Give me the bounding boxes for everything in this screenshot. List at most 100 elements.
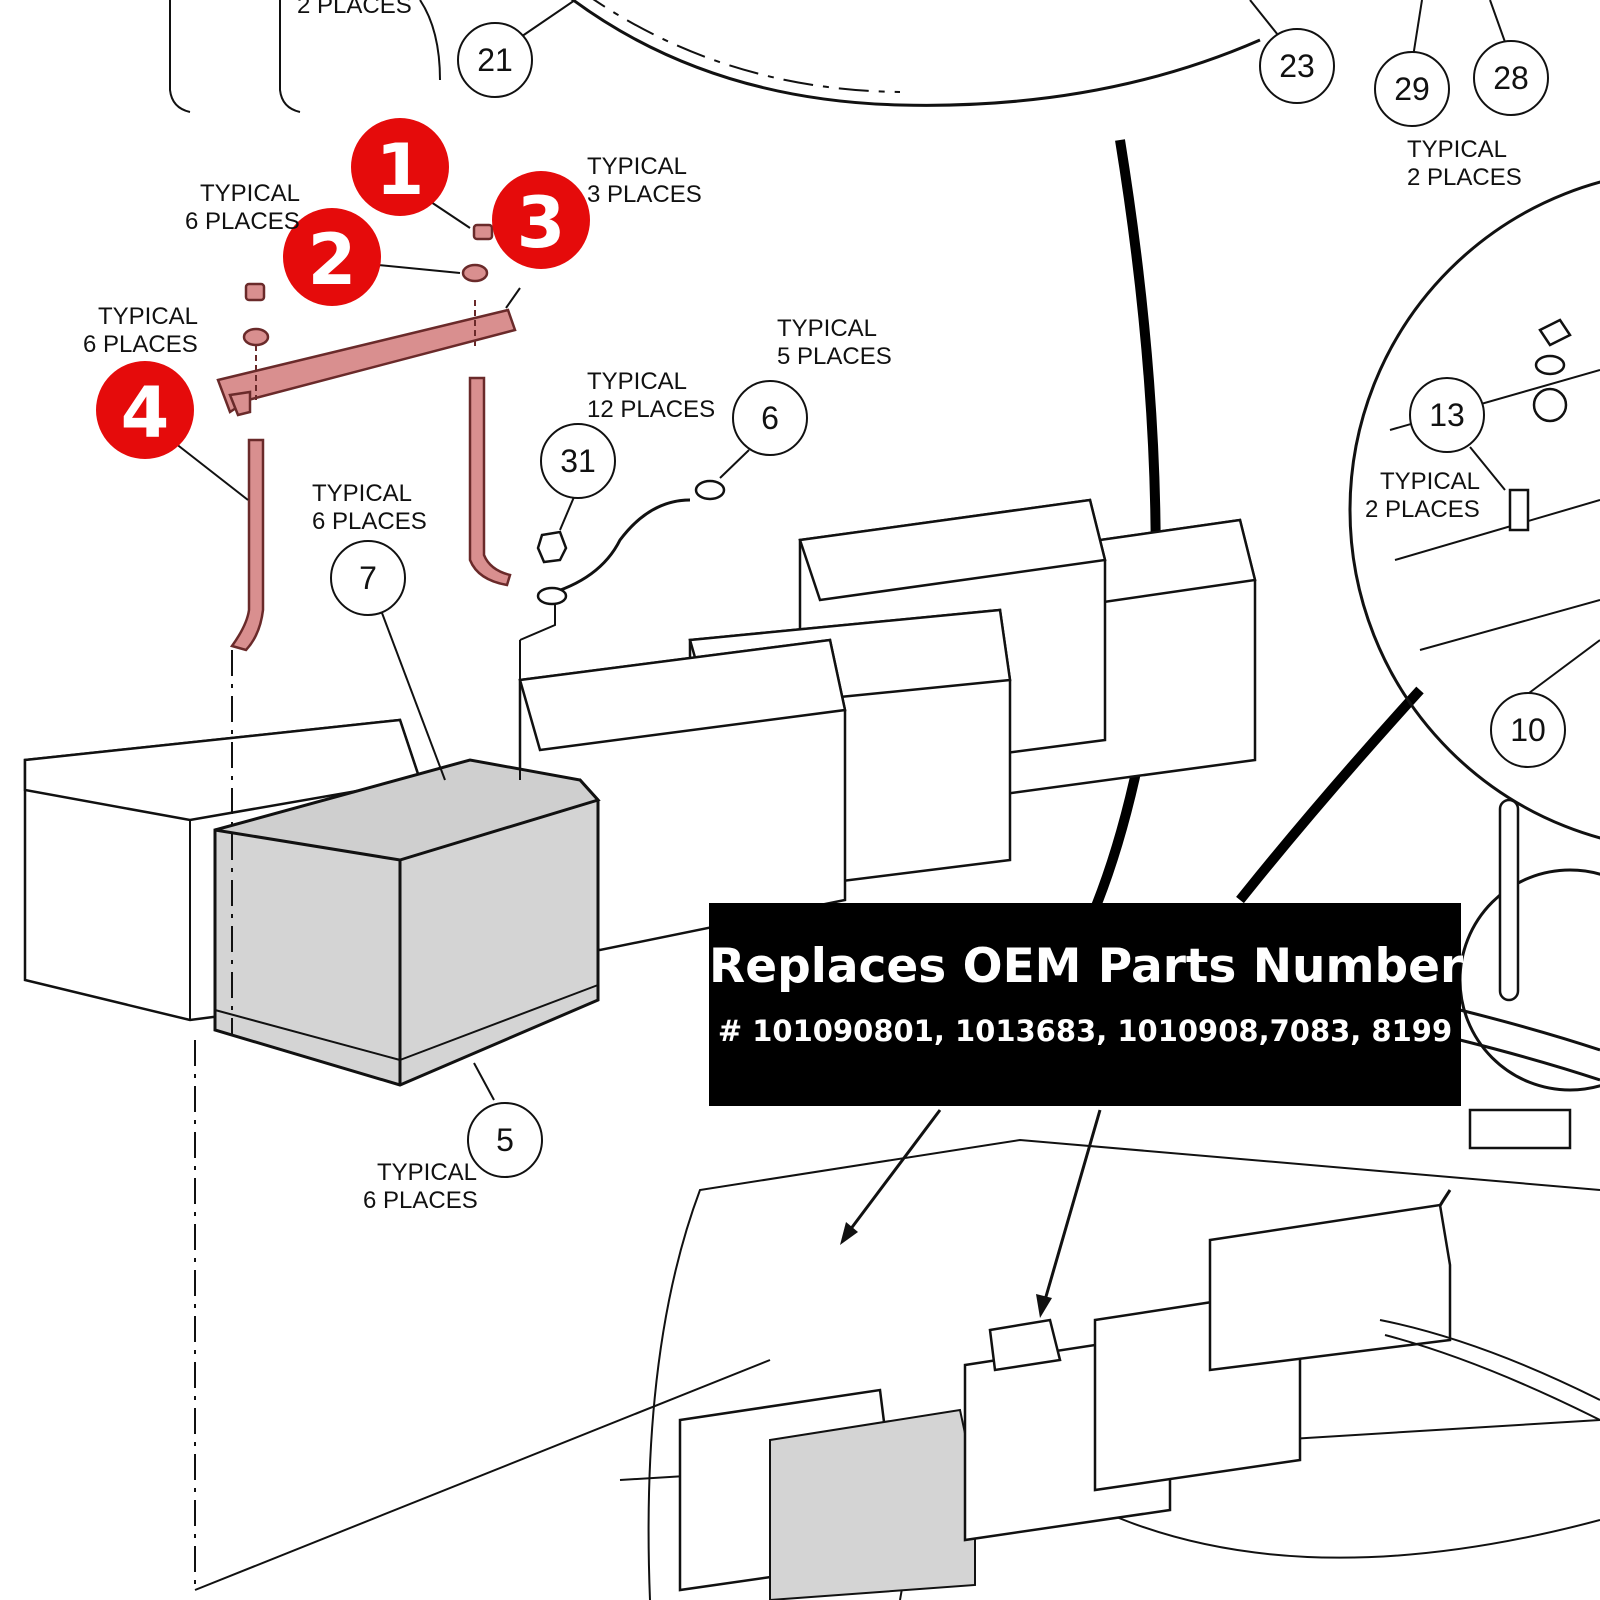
svg-text:TYPICAL: TYPICAL [377,1159,477,1186]
lower-detail-circle [1458,868,1600,1092]
svg-text:2 PLACES: 2 PLACES [1365,496,1480,523]
svg-text:29: 29 [1394,71,1430,107]
label-typical-12-places: TYPICAL 12 PLACES [587,368,715,423]
banner-part-numbers: # 101090801, 1013683, 1010908,7083, 8199 [717,1014,1453,1048]
label-typical-6-places-b: TYPICAL 6 PLACES [83,303,198,358]
svg-text:12 PLACES: 12 PLACES [587,396,715,423]
detail-ring-terminal [1532,387,1568,423]
align-line-terminal [519,600,556,641]
j-bolt-part-left [229,438,265,652]
callout-6: 6 [732,380,808,456]
svg-text:6: 6 [761,400,779,436]
svg-text:TYPICAL: TYPICAL [587,368,687,395]
banner-title: Replaces OEM Parts Number [709,939,1464,994]
svg-text:TYPICAL: TYPICAL [98,303,198,330]
detail-circle-dash-arc [592,0,901,93]
arrow-head-b [1036,1294,1052,1318]
detail-washer [1534,354,1566,376]
svg-text:10: 10 [1510,712,1546,748]
callout-13: 13 [1409,377,1485,453]
callout-28: 28 [1473,40,1549,116]
cable-ring-terminal [694,479,726,501]
svg-text:TYPICAL: TYPICAL [1407,136,1507,163]
hold-down-bar-foot [228,390,252,417]
callout-10: 10 [1490,692,1566,768]
svg-text:6 PLACES: 6 PLACES [363,1187,478,1214]
red-marker-1: 1 [351,118,449,216]
cable-nut [536,530,568,564]
callout-7: 7 [330,540,406,616]
callout-5: 5 [467,1102,543,1178]
leader-arrow-a [848,1109,942,1231]
detail-plate-line-2 [1394,499,1600,561]
leader-4 [174,442,249,501]
svg-text:4: 4 [121,372,170,454]
battery-mid-left [518,638,847,952]
cart-frame-sketch [619,1138,1600,1600]
svg-text:1: 1 [376,129,425,211]
label-typical-2-places-a: TYPICAL 2 PLACES [1407,136,1522,191]
label-typical-3-places: TYPICAL 3 PLACES [587,153,702,208]
svg-text:TYPICAL: TYPICAL [200,180,300,207]
leader-31 [559,496,575,531]
svg-text:TYPICAL: TYPICAL [312,480,412,507]
upper-bracket-right [279,0,301,113]
wire-harness-right [1236,686,1424,904]
label-typical-6-places-a: TYPICAL 6 PLACES [185,180,300,235]
nut-part-top [472,223,494,241]
svg-text:TYPICAL: TYPICAL [1380,468,1480,495]
svg-text:6 PLACES: 6 PLACES [83,331,198,358]
label-typical-6-places-d: TYPICAL 6 PLACES [363,1159,478,1214]
svg-text:13: 13 [1429,397,1465,433]
red-marker-4: 4 [96,361,194,459]
detail-clamp-base [1468,1108,1572,1150]
leader-5 [473,1062,495,1101]
svg-text:TYPICAL: TYPICAL [777,315,877,342]
svg-text:31: 31 [560,443,596,479]
large-detail-circle-arc [570,0,1261,107]
j-bolt-part-right [468,376,512,587]
red-marker-2: 2 [283,208,381,306]
leader-13 [1469,446,1506,491]
svg-text:6 PLACES: 6 PLACES [185,208,300,235]
svg-text:7: 7 [359,560,377,596]
leader-1 [430,201,471,229]
washer-part-left [242,327,270,347]
label-2-places-cut: 2 PLACES [297,0,412,19]
leader-7 [381,612,446,781]
red-marker-3: 3 [492,171,590,269]
svg-text:3: 3 [517,182,566,264]
nut-part-left [244,282,266,302]
detail-plate-line-3 [1419,599,1600,651]
detail-screw [1508,488,1530,532]
align-line-diagonal [194,1359,771,1591]
leader-2 [377,264,461,274]
detail-pin [1498,798,1520,1002]
svg-text:5 PLACES: 5 PLACES [777,343,892,370]
upper-bracket-cut [419,0,441,81]
svg-text:2 PLACES: 2 PLACES [1407,164,1522,191]
svg-text:5: 5 [496,1122,514,1158]
callout-21: 21 [457,22,533,98]
battery-front-gray [213,758,601,1087]
svg-text:6 PLACES: 6 PLACES [312,508,427,535]
cable-washer [536,586,568,606]
callout-31: 31 [540,423,616,499]
svg-text:2: 2 [308,219,357,301]
leader-10 [1524,639,1600,697]
svg-text:28: 28 [1493,60,1529,96]
leader-arrow-b [1043,1109,1102,1301]
callout-23: 23 [1259,28,1335,104]
hold-down-bar-part [216,308,517,414]
callout-29: 29 [1374,51,1450,127]
svg-text:TYPICAL: TYPICAL [587,153,687,180]
detail-nut [1538,318,1572,347]
label-typical-2-places-b: TYPICAL 2 PLACES [1365,468,1480,523]
detail-cable [1459,1008,1600,1082]
svg-text:3 PLACES: 3 PLACES [587,181,702,208]
right-detail-circle [1348,180,1600,840]
leader-29 [1412,0,1423,58]
battery-cable-part [544,498,691,597]
